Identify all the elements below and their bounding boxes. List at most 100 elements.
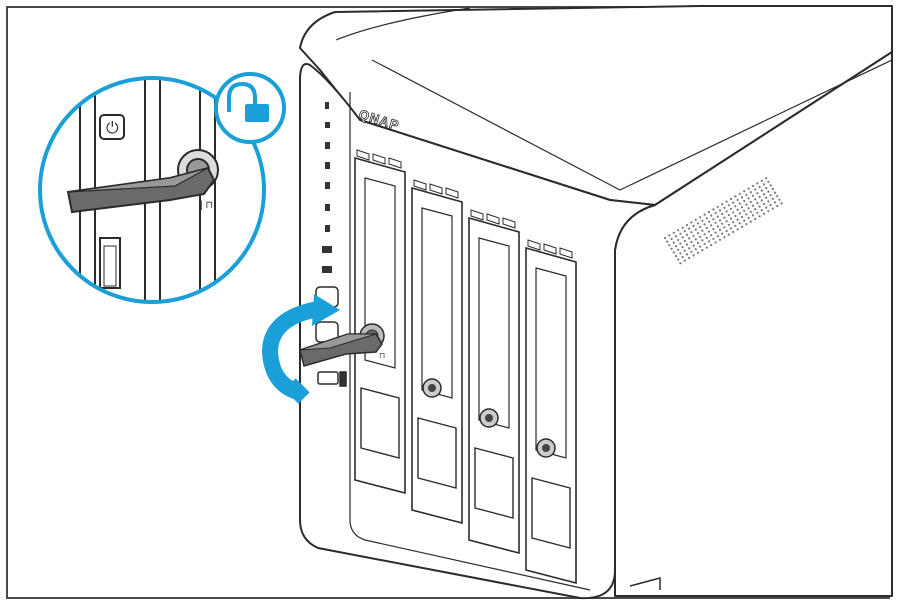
vent-hole xyxy=(723,206,726,209)
vent-hole xyxy=(765,186,768,190)
vent-hole xyxy=(672,251,675,254)
vent-hole xyxy=(679,232,682,235)
vent-hole xyxy=(690,240,693,244)
vent-hole xyxy=(694,238,697,241)
vent-hole xyxy=(729,197,733,201)
vent-hole xyxy=(754,208,757,211)
vent-hole xyxy=(690,250,693,253)
vent-hole xyxy=(723,216,726,219)
tray-ridge xyxy=(559,247,573,259)
vent-hole xyxy=(712,237,715,240)
vent-hole xyxy=(707,220,711,223)
vent-hole xyxy=(692,234,695,237)
vent-hole xyxy=(760,179,763,182)
side-vent-grille xyxy=(663,177,783,265)
vent-hole xyxy=(692,244,695,247)
tray-lock-core xyxy=(428,384,436,392)
vent-hole xyxy=(756,192,759,195)
vent-hole xyxy=(749,210,752,213)
vent-hole xyxy=(765,177,768,180)
tray-ridge xyxy=(413,179,427,191)
vent-hole xyxy=(738,222,741,225)
vent-hole xyxy=(716,235,719,238)
vent-hole xyxy=(765,196,768,199)
vent-hole xyxy=(681,255,684,259)
vent-hole xyxy=(705,236,708,239)
vent-hole xyxy=(769,203,772,207)
drive-tray[interactable] xyxy=(354,149,406,495)
vent-hole xyxy=(754,188,757,191)
vent-hole xyxy=(736,208,739,211)
tray-handle xyxy=(535,267,567,459)
vent-hole xyxy=(683,239,686,243)
vent-hole xyxy=(776,195,779,198)
vent-hole xyxy=(729,217,733,220)
vent-hole xyxy=(674,254,678,258)
vent-hole xyxy=(751,204,755,207)
inset-ring xyxy=(38,76,266,304)
vent-hole xyxy=(758,205,761,208)
vent-hole xyxy=(780,202,783,205)
status-led xyxy=(325,225,330,232)
vent-hole xyxy=(776,204,779,208)
status-led xyxy=(325,102,329,109)
vent-hole xyxy=(699,245,702,248)
vent-hole xyxy=(769,184,772,187)
vent-hole xyxy=(703,233,706,236)
vent-hole xyxy=(707,240,711,243)
vent-hole xyxy=(685,223,689,227)
vent-hole xyxy=(696,222,700,225)
status-led xyxy=(325,142,330,149)
vent-hole xyxy=(767,190,770,193)
vent-hole xyxy=(672,241,675,244)
vent-hole xyxy=(743,190,746,193)
vent-hole xyxy=(707,210,711,214)
vent-hole xyxy=(771,207,774,210)
vent-hole xyxy=(712,208,715,211)
vent-hole xyxy=(692,254,695,257)
vent-hole xyxy=(721,222,724,225)
drive-bays xyxy=(354,149,577,585)
vent-hole xyxy=(705,246,708,249)
tray-ridge xyxy=(543,243,557,255)
vent-hole xyxy=(773,201,777,204)
drive-tray[interactable] xyxy=(468,209,520,555)
vent-hole xyxy=(718,219,722,222)
vent-hole xyxy=(736,228,739,231)
lock-icon: ⊓ xyxy=(379,351,385,360)
vent-hole xyxy=(734,205,737,208)
vent-hole xyxy=(760,189,763,192)
vent-hole xyxy=(688,247,691,250)
vent-hole xyxy=(734,214,737,218)
vent-hole xyxy=(714,211,717,215)
status-led xyxy=(322,266,332,273)
vent-hole xyxy=(756,182,759,185)
vent-hole xyxy=(749,220,752,223)
vent-hole xyxy=(688,237,691,240)
vent-hole xyxy=(710,224,713,227)
vent-hole xyxy=(745,213,748,216)
vent-hole xyxy=(688,256,691,260)
tray-lock-core xyxy=(542,444,550,452)
tray-handle xyxy=(478,237,510,429)
drive-tray[interactable] xyxy=(411,179,463,525)
vent-hole xyxy=(699,235,702,238)
vent-hole xyxy=(749,200,752,204)
vent-hole xyxy=(734,195,737,198)
vent-hole xyxy=(714,241,717,244)
vent-hole xyxy=(694,248,697,251)
sd-slot[interactable] xyxy=(317,371,339,385)
drive-tray[interactable] xyxy=(525,239,577,585)
vent-hole xyxy=(701,249,704,252)
vent-hole xyxy=(745,223,748,226)
unlock-icon xyxy=(227,81,269,122)
vent-hole xyxy=(679,242,682,245)
vent-hole xyxy=(663,236,667,240)
tray-ridge xyxy=(470,209,484,221)
vent-hole xyxy=(734,224,737,227)
tray-latch xyxy=(417,417,457,489)
vent-hole xyxy=(727,233,730,236)
tray-latch xyxy=(474,447,514,519)
vent-hole xyxy=(716,215,719,218)
vent-hole xyxy=(756,211,759,214)
